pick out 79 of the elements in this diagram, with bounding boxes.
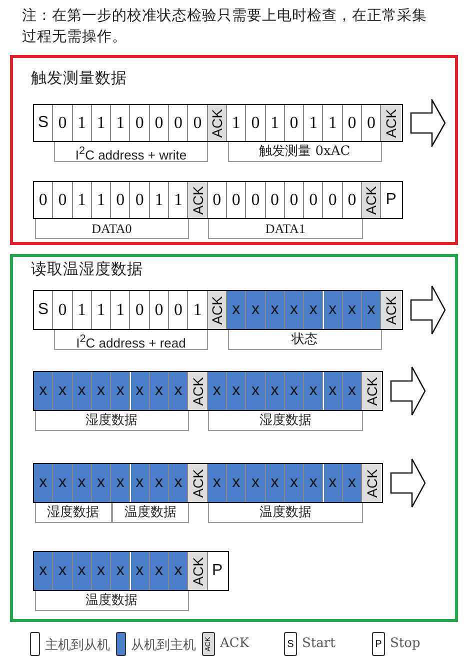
bit-cell: x bbox=[53, 464, 73, 502]
note-text: 注：在第一步的校准状态检验只需要上电时检查，在正常采集过程无需操作。 bbox=[22, 7, 427, 47]
legend-text: ACK bbox=[220, 636, 250, 651]
bit-cell: x bbox=[34, 372, 54, 410]
bit-cell: x bbox=[304, 372, 324, 410]
bit-cell: x bbox=[34, 464, 54, 502]
bit-cell: x bbox=[284, 372, 304, 410]
bit-cell: x bbox=[246, 291, 266, 329]
bit-cell: x bbox=[266, 372, 285, 410]
group-frame bbox=[10, 55, 458, 245]
legend-text: Stop bbox=[390, 636, 420, 651]
legend-text: 主机到从机 bbox=[45, 637, 110, 654]
ack-cell: ACK bbox=[381, 105, 401, 141]
bit-cell: x bbox=[304, 291, 324, 329]
bit-cell: x bbox=[72, 552, 92, 590]
section-heading: 触发测量数据 bbox=[31, 68, 127, 89]
bit-cell: x bbox=[208, 464, 227, 502]
ack-cell: ACK bbox=[381, 291, 401, 329]
bit-cell: x bbox=[111, 464, 130, 502]
bit-cell: x bbox=[169, 372, 188, 410]
bit-cell: x bbox=[169, 552, 188, 590]
bit-cell: x bbox=[72, 372, 92, 410]
bracket-label: 温度数据 bbox=[112, 503, 189, 523]
bit-cell: x bbox=[266, 464, 285, 502]
bit-cell: x bbox=[92, 464, 112, 502]
bit-cell: x bbox=[111, 552, 130, 590]
bit-cell: x bbox=[34, 552, 54, 590]
bit-cell: x bbox=[208, 372, 227, 410]
bit-cell: x bbox=[324, 464, 343, 502]
bit-cell: x bbox=[246, 372, 266, 410]
ack-cell: ACK bbox=[208, 291, 227, 329]
ack-cell: ACK bbox=[188, 552, 208, 590]
bit-cell: x bbox=[342, 464, 362, 502]
bit-cell: x bbox=[246, 464, 266, 502]
legend-sample-text: P bbox=[375, 638, 382, 650]
bit-cell: x bbox=[266, 291, 285, 329]
bit-cell: x bbox=[72, 464, 92, 502]
bit-cell: x bbox=[92, 552, 112, 590]
bit-cell: 0 bbox=[208, 182, 227, 218]
bit-cell: x bbox=[342, 291, 362, 329]
bit-cell: 1 bbox=[266, 105, 285, 141]
bit-cell: x bbox=[150, 552, 170, 590]
bit-cell: x bbox=[284, 291, 304, 329]
ack-cell: ACK bbox=[362, 182, 382, 218]
bracket-label: 湿度数据 bbox=[34, 503, 112, 523]
bit-cell: x bbox=[324, 291, 343, 329]
bit-cell: 1 bbox=[72, 291, 92, 329]
bit-cell: x bbox=[227, 372, 246, 410]
bit-cell: 1 bbox=[72, 182, 92, 218]
bit-cell: x bbox=[304, 464, 324, 502]
bit-cell: x bbox=[53, 552, 73, 590]
ack-cell: ACK bbox=[188, 372, 208, 410]
bit-cell: x bbox=[130, 464, 150, 502]
group-frame bbox=[10, 254, 458, 622]
ack-cell: ACK bbox=[188, 182, 208, 218]
bit-cell: 1 bbox=[72, 105, 92, 141]
bit-cell: x bbox=[342, 372, 362, 410]
ack-cell: ACK bbox=[188, 464, 208, 502]
bit-cell: x bbox=[92, 372, 112, 410]
legend-text: Start bbox=[302, 636, 336, 651]
bit-cell: x bbox=[150, 372, 170, 410]
bit-cell: x bbox=[362, 291, 382, 329]
bit-cell: x bbox=[227, 291, 246, 329]
bit-cell: 0 bbox=[266, 182, 285, 218]
ack-cell: ACK bbox=[362, 464, 382, 502]
bit-cell: x bbox=[324, 372, 343, 410]
bit-cell: x bbox=[111, 372, 130, 410]
ack-cell: ACK bbox=[362, 372, 382, 410]
bit-cell: x bbox=[53, 372, 73, 410]
section-heading: 读取温湿度数据 bbox=[31, 259, 143, 280]
bit-cell: x bbox=[130, 372, 150, 410]
bit-cell: x bbox=[227, 464, 246, 502]
bit-cell: x bbox=[150, 464, 170, 502]
ack-cell: ACK bbox=[208, 105, 227, 141]
bit-cell: x bbox=[284, 464, 304, 502]
legend-text: 从机到主机 bbox=[131, 637, 196, 654]
bit-cell: x bbox=[169, 464, 188, 502]
legend-sample-text: S bbox=[287, 638, 294, 650]
bit-cell: x bbox=[130, 552, 150, 590]
